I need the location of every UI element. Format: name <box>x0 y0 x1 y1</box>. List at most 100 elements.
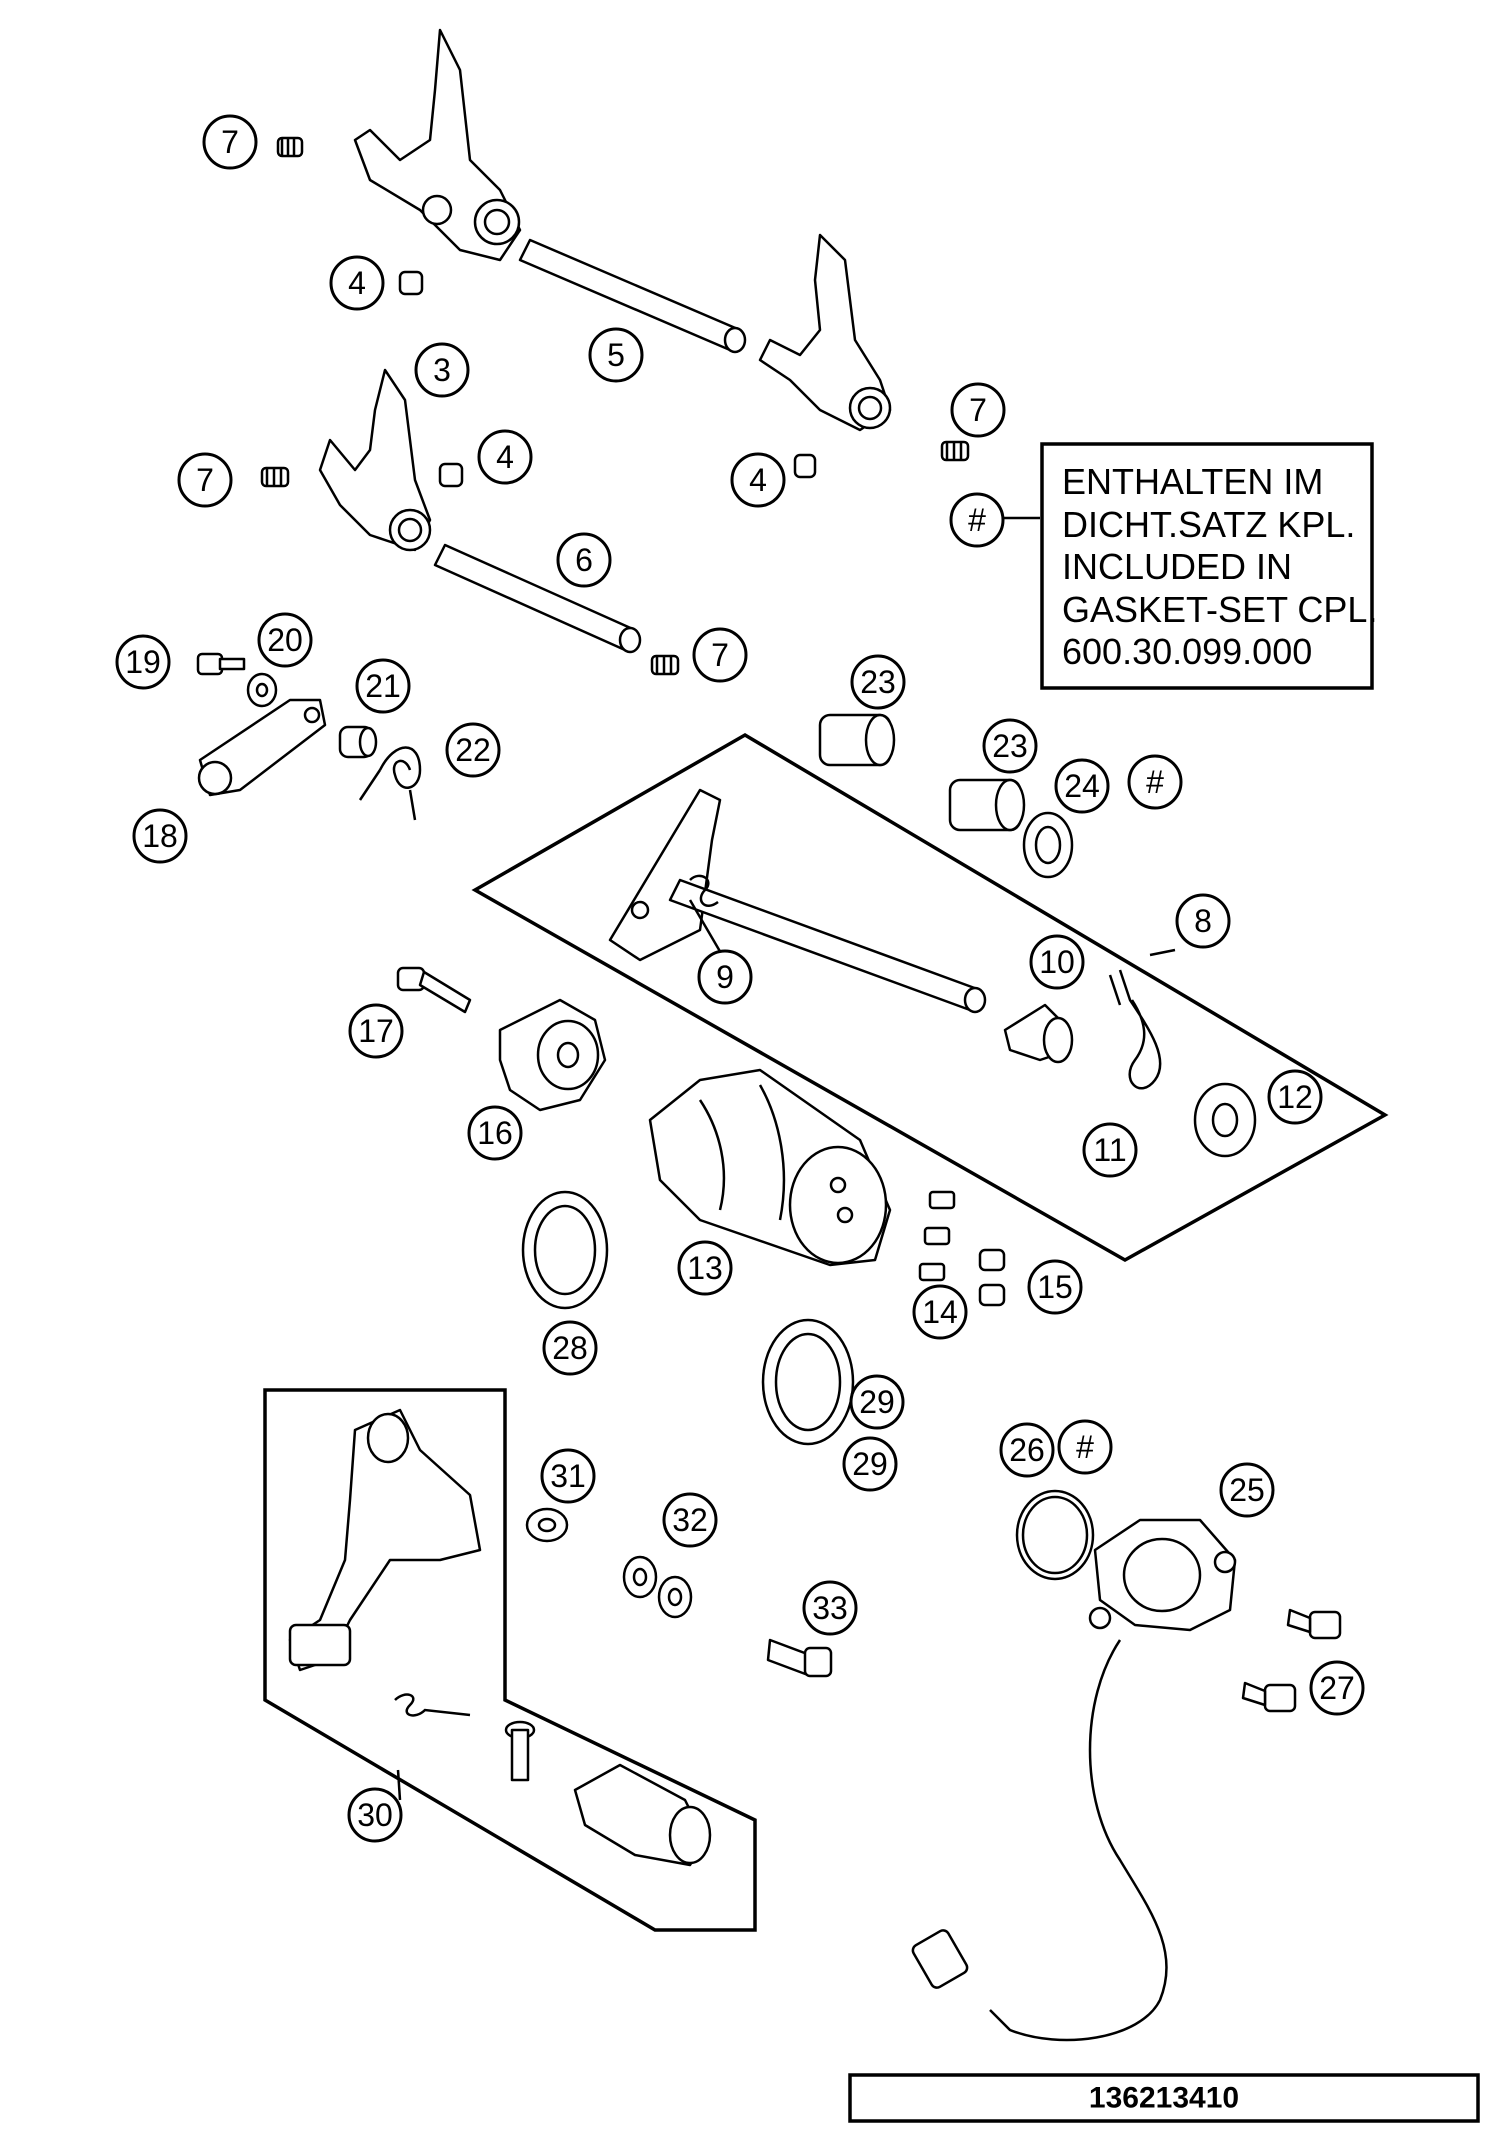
callout-13: 13 <box>677 1240 733 1296</box>
callout-25: 25 <box>1219 1462 1275 1518</box>
svg-text:18: 18 <box>142 818 178 854</box>
lock-washers-32 <box>622 1555 693 1619</box>
svg-text:8: 8 <box>1194 903 1212 939</box>
callout-26: 26 <box>999 1422 1055 1478</box>
callout-20: 20 <box>257 612 313 668</box>
svg-text:10: 10 <box>1039 944 1075 980</box>
svg-text:23: 23 <box>992 728 1028 764</box>
bushing-21 <box>338 725 378 759</box>
washer-31 <box>525 1507 569 1543</box>
note-line-2: DICHT.SATZ KPL. <box>1062 504 1355 545</box>
note-line-3: INCLUDED IN <box>1062 546 1292 587</box>
callout-29-upper: 29 <box>849 1374 905 1430</box>
svg-text:5: 5 <box>607 337 625 373</box>
shift-drum-13 <box>648 1068 892 1267</box>
shift-fork-right <box>758 233 892 432</box>
callout-9: 9 <box>697 949 753 1005</box>
svg-text:28: 28 <box>552 1330 588 1366</box>
shift-drum-locator-16 <box>498 998 607 1112</box>
callout-hash-note: # <box>949 492 1005 548</box>
svg-text:6: 6 <box>575 542 593 578</box>
note-line-5: 600.30.099.000 <box>1062 631 1312 672</box>
needle-bearing-23a <box>818 713 896 767</box>
callout-22: 22 <box>445 722 501 778</box>
shift-fork-3 <box>318 368 432 552</box>
svg-text:29: 29 <box>852 1446 888 1482</box>
callout-5: 5 <box>588 327 644 383</box>
callout-hash-26: # <box>1057 1419 1113 1475</box>
callout-30: 30 <box>347 1787 403 1843</box>
screws-27 <box>1241 1608 1342 1713</box>
shift-shaft-9 <box>608 788 987 1014</box>
svg-text:#: # <box>968 502 986 538</box>
svg-text:20: 20 <box>267 622 303 658</box>
callout-4-middle: 4 <box>477 429 533 485</box>
spring-22 <box>358 746 422 821</box>
svg-text:29: 29 <box>859 1384 895 1420</box>
leader-lines <box>396 516 1176 1801</box>
thrust-bearing-28 <box>521 1190 609 1310</box>
svg-text:15: 15 <box>1037 1269 1073 1305</box>
callout-12: 12 <box>1267 1069 1323 1125</box>
callout-24: 24 <box>1054 758 1110 814</box>
gear-position-sensor-25 <box>911 1518 1237 2042</box>
callout-11: 11 <box>1082 1122 1138 1178</box>
svg-text:19: 19 <box>125 644 161 680</box>
shift-fork-top <box>353 28 522 262</box>
callout-7-right: 7 <box>950 382 1006 438</box>
bolt-17 <box>396 966 472 1014</box>
callout-17: 17 <box>348 1003 404 1059</box>
svg-text:31: 31 <box>550 1458 586 1494</box>
o-ring-26 <box>1015 1489 1095 1581</box>
svg-text:25: 25 <box>1229 1472 1265 1508</box>
callout-7-mid-left: 7 <box>177 452 233 508</box>
drawing-code: 136213410 <box>1089 2082 1239 2115</box>
sleeve-10 <box>1003 1003 1074 1064</box>
svg-text:24: 24 <box>1064 768 1100 804</box>
spring-11 <box>1108 969 1162 1090</box>
svg-text:27: 27 <box>1319 1670 1355 1706</box>
callout-3: 3 <box>414 342 470 398</box>
callout-32: 32 <box>662 1492 718 1548</box>
callout-4-top: 4 <box>329 255 385 311</box>
shift-lever-30 <box>288 1408 482 1672</box>
shift-rod-6 <box>433 543 642 654</box>
washer-20 <box>246 672 278 708</box>
svg-text:13: 13 <box>687 1250 723 1286</box>
callout-28: 28 <box>542 1320 598 1376</box>
callout-7-bottom: 7 <box>692 627 748 683</box>
callout-15: 15 <box>1027 1259 1083 1315</box>
callout-10: 10 <box>1029 934 1085 990</box>
callout-23-top: 23 <box>850 654 906 710</box>
group-8-outline <box>471 732 1389 1263</box>
callout-18: 18 <box>132 808 188 864</box>
roller-4b <box>438 462 464 488</box>
svg-text:30: 30 <box>357 1797 393 1833</box>
svg-text:33: 33 <box>812 1590 848 1626</box>
svg-text:11: 11 <box>1093 1132 1126 1168</box>
callout-16: 16 <box>467 1105 523 1161</box>
callout-33: 33 <box>802 1580 858 1636</box>
svg-text:26: 26 <box>1009 1432 1045 1468</box>
thrust-bearing-29 <box>761 1318 855 1446</box>
bolt-33 <box>766 1638 833 1678</box>
pins-15 <box>978 1248 1006 1307</box>
needle-bearing-23b <box>948 778 1026 832</box>
note-line-4: GASKET-SET CPL. <box>1062 589 1377 630</box>
shift-rod-5 <box>518 238 747 354</box>
svg-text:22: 22 <box>455 732 491 768</box>
spring-7-right <box>940 440 970 462</box>
spring-small-30 <box>394 1693 471 1717</box>
roller-4a <box>398 270 424 296</box>
footpeg-30 <box>573 1763 712 1867</box>
callout-23-second: 23 <box>982 718 1038 774</box>
springs-14 <box>918 1190 956 1282</box>
lever-18 <box>197 698 327 797</box>
callout-6: 6 <box>556 532 612 588</box>
spring-7-mid-left <box>260 466 290 488</box>
callout-21: 21 <box>355 658 411 714</box>
bolt-19 <box>196 652 246 676</box>
roller-4c <box>793 453 817 479</box>
